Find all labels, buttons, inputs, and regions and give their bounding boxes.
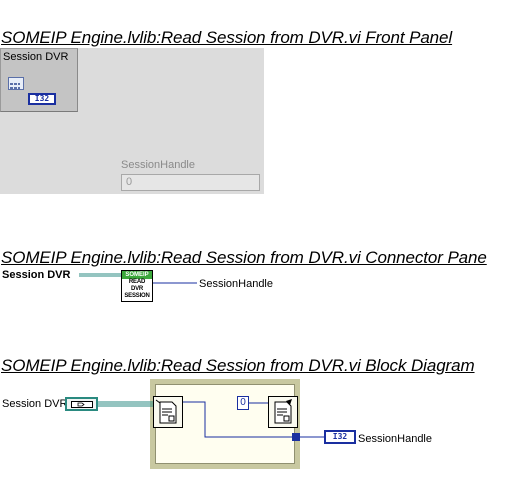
front-panel-heading: SOMEIP Engine.lvlib:Read Session from DV…: [1, 28, 453, 47]
session-handle-field[interactable]: 0: [121, 174, 260, 191]
session-dvr-label: Session DVR: [3, 51, 69, 63]
cp-session-handle-label: SessionHandle: [199, 278, 273, 290]
vi-icon-banner: SOMEIP: [122, 271, 152, 279]
read-node-icon[interactable]: [153, 396, 183, 428]
vi-icon-line-3: SESSION: [124, 293, 150, 299]
session-handle-label: SessionHandle: [121, 159, 195, 171]
vi-icon-line-2: DVR: [130, 286, 144, 292]
output-tunnel[interactable]: [292, 433, 300, 441]
cp-session-dvr-label: Session DVR: [2, 269, 71, 281]
session-handle-indicator[interactable]: I32: [324, 430, 356, 444]
bd-session-dvr-label: Session DVR: [2, 398, 68, 410]
bd-session-handle-label: SessionHandle: [358, 433, 432, 445]
session-dvr-cluster[interactable]: Session DVR I32: [0, 48, 78, 112]
grid-icon: [8, 77, 24, 90]
bd-handle-wire: [183, 401, 292, 438]
i32-indicator[interactable]: I32: [28, 93, 56, 105]
connector-pane-heading: SOMEIP Engine.lvlib:Read Session from DV…: [1, 248, 487, 267]
dvr-terminal-glyph: [71, 401, 93, 408]
write-node-icon[interactable]: [268, 396, 298, 428]
vi-icon[interactable]: SOMEIP READ DVR SESSION: [121, 270, 153, 302]
vi-icon-line-1: READ: [128, 279, 146, 285]
dvr-terminal-icon[interactable]: [65, 397, 98, 411]
block-diagram-heading: SOMEIP Engine.lvlib:Read Session from DV…: [1, 356, 475, 375]
zero-constant[interactable]: 0: [237, 396, 249, 410]
front-panel: Session DVR I32 SessionHandle 0: [0, 48, 264, 194]
